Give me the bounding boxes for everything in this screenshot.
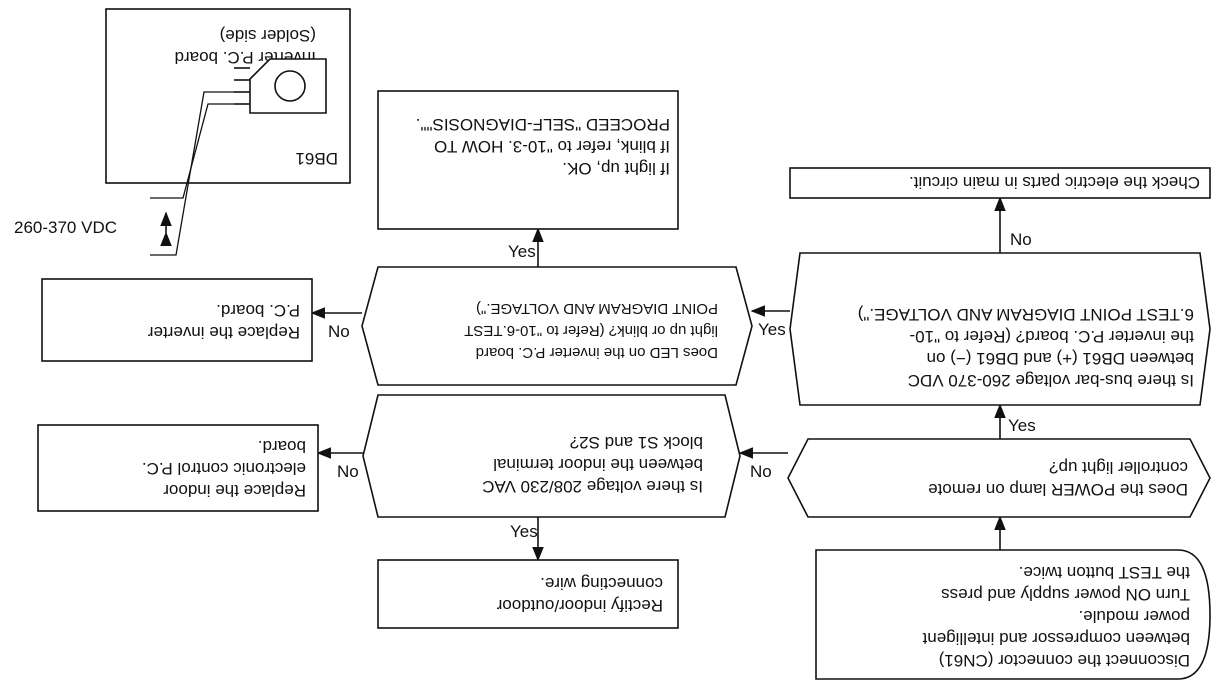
db61-pins [234, 67, 250, 105]
start-box: Disconnect the connector (CN61) between … [815, 549, 1211, 680]
check-parts-box: Check the electric parts in main circuit… [789, 167, 1211, 199]
check-parts-box-text: Check the electric parts in main circuit… [909, 173, 1200, 192]
rectify-box-text: Rectify indoor/outdoor connecting wire. [492, 574, 663, 615]
voltage-question: Is there voltage 208/230 VAC between the… [362, 394, 741, 518]
busbar-question-text: Is there bus-bar voltage 260-370 VDC bet… [858, 305, 1194, 390]
led-result-box-text: If light up, OK. If blink, refer to "10-… [416, 115, 670, 178]
led-result-box: If light up, OK. If blink, refer to "10-… [377, 90, 679, 230]
replace-inverter-box: Replace the inverter P.C. board. [41, 278, 313, 362]
voltage-question-text: Is there voltage 208/230 VAC between the… [477, 433, 703, 496]
replace-indoor-box-text: Replace the indoor electronic control P.… [137, 437, 306, 500]
label-led-yes: Yes [508, 242, 536, 261]
label-busbar-no: No [1010, 230, 1032, 249]
led-question-text: Does LED on the inverter P.C. board ligh… [460, 300, 718, 361]
inverter-board-inset: DB61 Inverter P.C. board (Solder side) [105, 8, 351, 256]
inset-voltage-label: 260-370 VDC [14, 218, 117, 237]
label-voltage-yes: Yes [510, 522, 538, 541]
inset-component-label: DB61 [295, 149, 338, 168]
label-led-no: No [328, 322, 350, 341]
power-lamp-question: Does the POWER lamp on remote controller… [787, 438, 1211, 518]
power-lamp-question-text: Does the POWER lamp on remote controller… [923, 458, 1188, 499]
start-box-text: Disconnect the connector (CN61) between … [918, 563, 1190, 670]
led-question: Does LED on the inverter P.C. board ligh… [361, 266, 753, 386]
replace-inverter-box-text: Replace the inverter P.C. board. [143, 301, 300, 342]
db61-mounting-hole [274, 70, 306, 102]
label-lamp-yes: Yes [1008, 416, 1036, 435]
busbar-question: Is there bus-bar voltage 260-370 VDC bet… [789, 252, 1211, 406]
probe-lead-upper [150, 103, 234, 199]
replace-indoor-box: Replace the indoor electronic control P.… [37, 424, 319, 512]
label-busbar-yes: Yes [758, 320, 786, 339]
label-voltage-no: No [337, 462, 359, 481]
probe-lead-lower [150, 91, 234, 256]
rectify-box: Rectify indoor/outdoor connecting wire. [377, 559, 679, 629]
label-lamp-no: No [750, 462, 772, 481]
